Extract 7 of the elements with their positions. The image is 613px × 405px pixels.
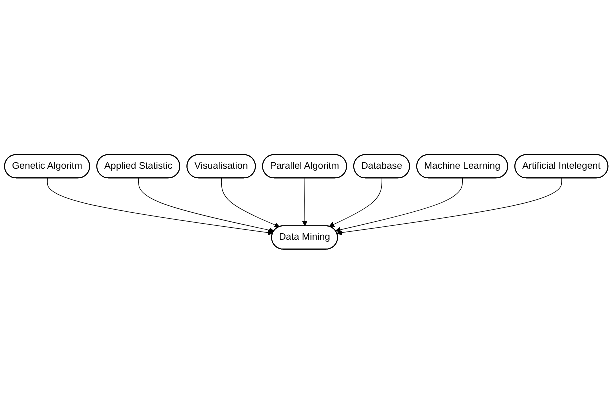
arrow xyxy=(336,178,562,236)
arrow xyxy=(221,178,280,228)
arrow xyxy=(336,178,464,233)
arrow xyxy=(302,178,308,227)
arrow xyxy=(47,178,274,236)
arrow xyxy=(329,178,382,228)
arrow xyxy=(138,178,274,234)
